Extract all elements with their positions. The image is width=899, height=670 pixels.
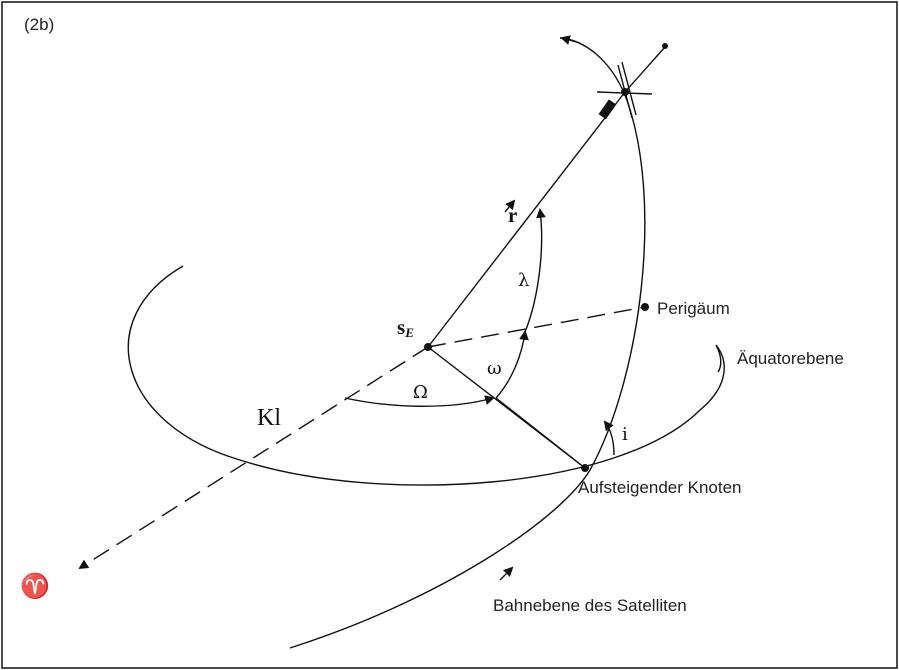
omega-small-label: ω — [487, 358, 502, 379]
orbit-direction-arrow — [560, 35, 581, 45]
raan-arc — [344, 395, 495, 407]
perigee-label: Perigäum — [657, 299, 730, 318]
raan-label: Ω — [413, 382, 428, 403]
ascending-node-label: Aufsteigender Knoten — [578, 478, 742, 497]
radius-vector-label: r — [508, 203, 517, 227]
perigee-line — [427, 306, 646, 348]
panel-label: (2b) — [24, 15, 54, 34]
orbital-plane-arc — [289, 37, 646, 649]
lambda-label: λ — [518, 270, 529, 291]
orbital-plane-label: Bahnebene des Satelliten — [493, 596, 687, 615]
vernal-equinox-label: ♈ — [20, 572, 50, 600]
inclination-arc — [603, 420, 615, 456]
equatorial-plane-arc — [127, 265, 725, 486]
radius-vector-arrow — [504, 199, 516, 213]
radius-vector-line — [427, 91, 626, 348]
earth-center-label: sE — [397, 315, 414, 340]
equator-tick — [715, 344, 722, 373]
arg-latitude-arc — [524, 208, 546, 333]
earth-center-point — [424, 343, 432, 351]
satellite-icon — [596, 43, 668, 120]
reference-axis-label: Kl — [257, 405, 281, 431]
arg-perigee-arc — [495, 330, 529, 399]
ascending-node-point — [581, 464, 589, 472]
line-of-nodes-dashed — [78, 346, 429, 570]
perigee-point — [641, 303, 649, 311]
orbit-lower-arrow — [499, 566, 514, 581]
equatorial-plane-label: Äquatorebene — [737, 349, 844, 368]
earth-center-subscript: E — [404, 325, 414, 340]
omega-radial — [495, 397, 586, 469]
inclination-label: i — [622, 424, 628, 445]
